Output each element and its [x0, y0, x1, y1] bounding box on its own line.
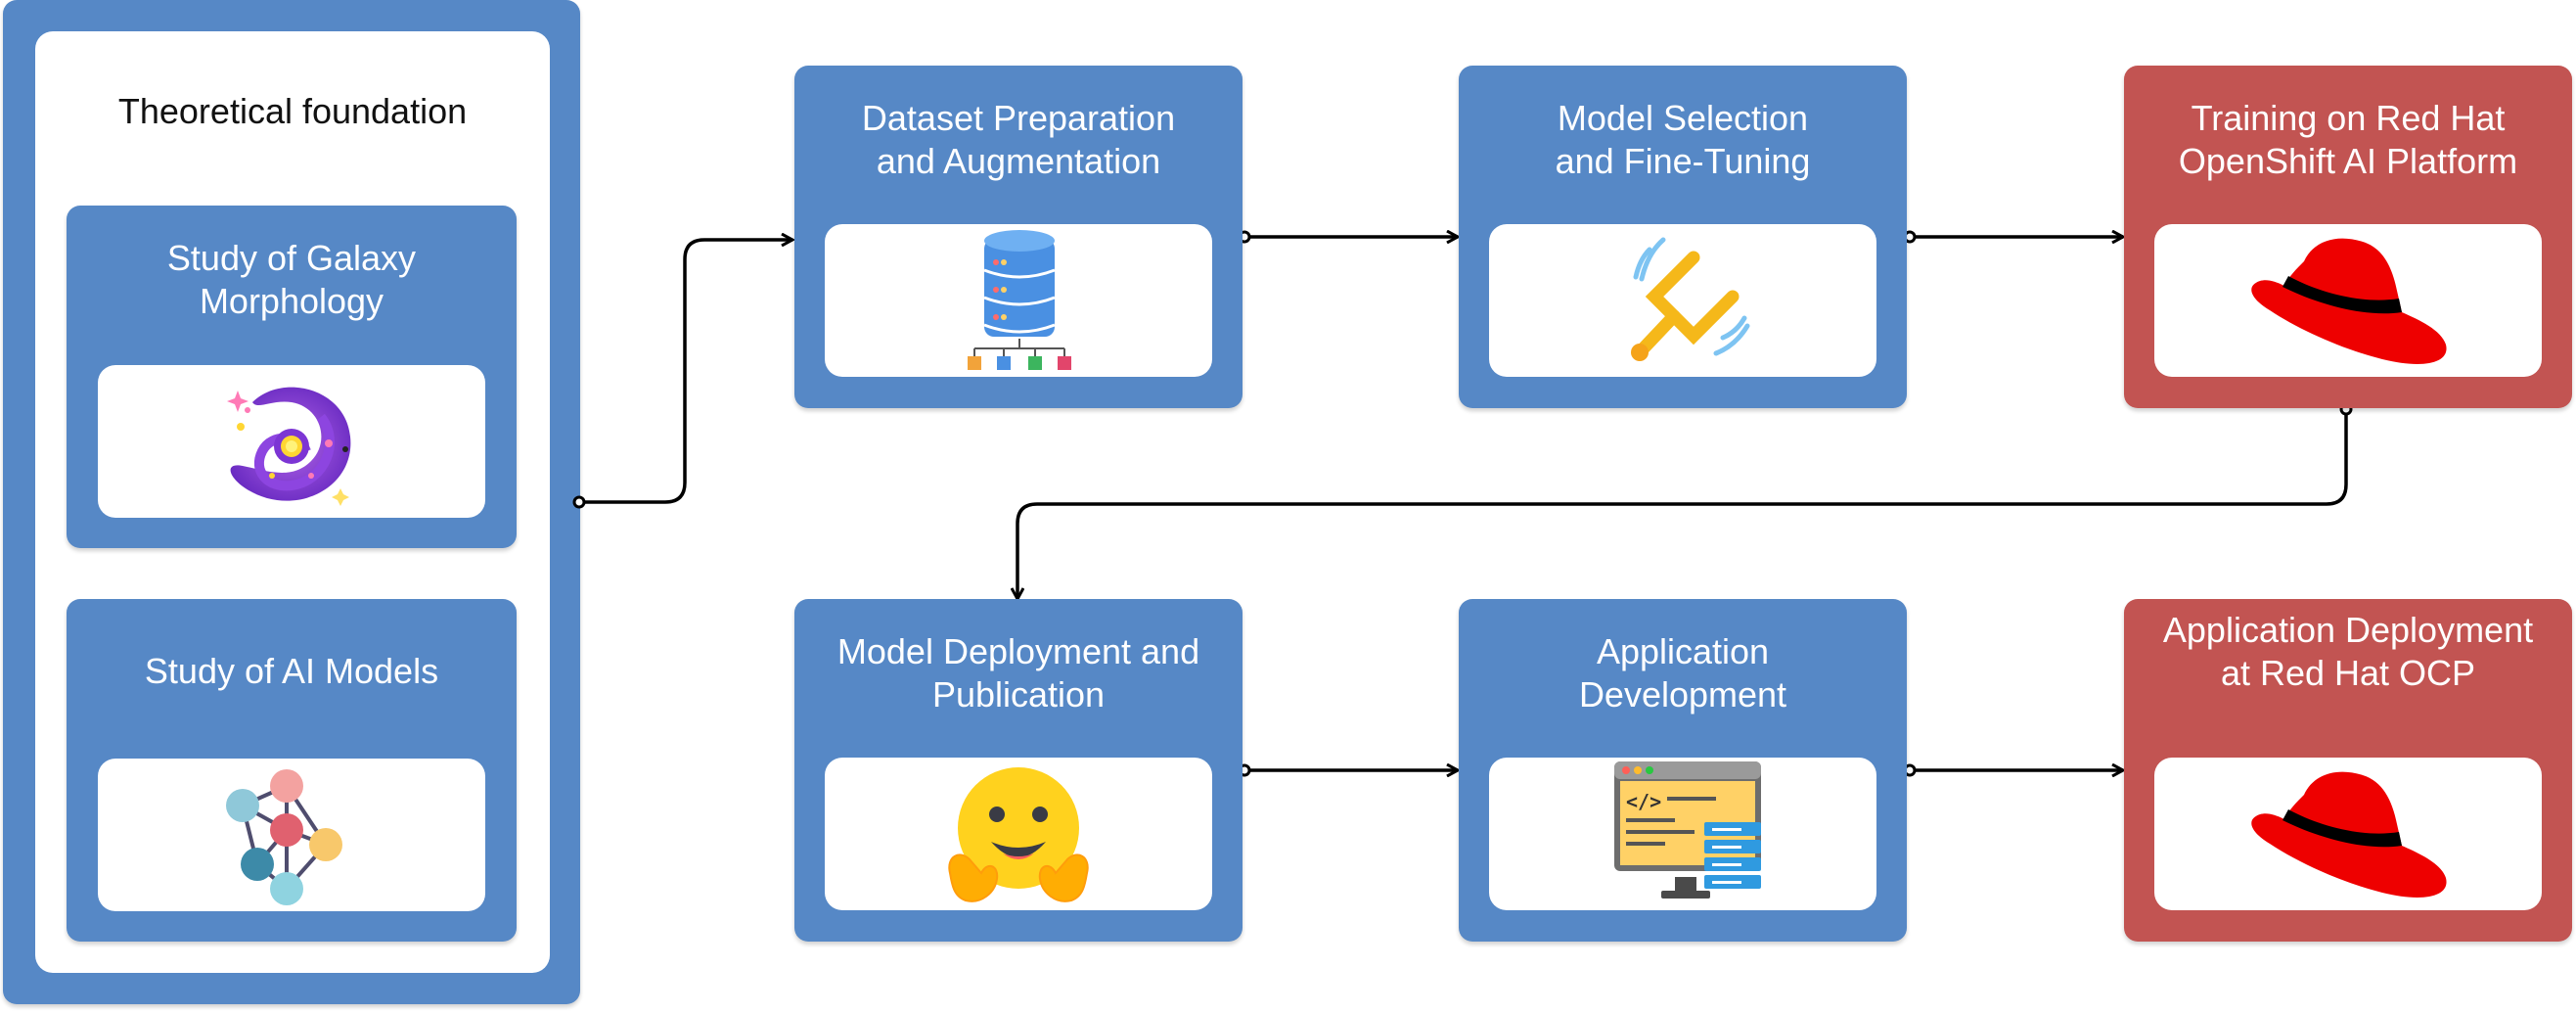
- step-application-deployment: Application Deployment at Red Hat OCP: [2124, 599, 2572, 942]
- red-hat-icon: [2251, 771, 2447, 898]
- galaxy-icon: [227, 387, 351, 506]
- galaxy-morphology-label: Study of Galaxy Morphology: [166, 238, 417, 321]
- step-training-openshift-label: Training on Red Hat OpenShift AI Platfor…: [2178, 98, 2518, 181]
- hugging-face-icon-frame: [825, 758, 1212, 910]
- red-hat-icon: [2251, 238, 2447, 364]
- code-monitor-icon: </>: [1614, 761, 1761, 899]
- step-dataset-preparation-label: Dataset Preparation and Augmentation: [861, 98, 1176, 181]
- neural-network-icon: [226, 769, 342, 905]
- galaxy-morphology-card: Study of Galaxy Morphology: [67, 206, 517, 548]
- theoretical-foundation-panel: Theoretical foundation Study of Galaxy M…: [3, 0, 580, 1004]
- theoretical-foundation-inner: Theoretical foundation Study of Galaxy M…: [35, 31, 550, 973]
- neural-network-icon-frame: [98, 759, 485, 911]
- step-application-deployment-label: Application Deployment at Red Hat OCP: [2162, 610, 2534, 693]
- arrow-foundation-to-dataset: [579, 240, 792, 504]
- step-application-development-label: Application Development: [1578, 631, 1787, 714]
- database-icon: [968, 230, 1071, 370]
- theoretical-foundation-title: Theoretical foundation: [117, 91, 468, 131]
- step-training-openshift: Training on Red Hat OpenShift AI Platfor…: [2124, 66, 2572, 408]
- step-application-development: Application Development </>: [1459, 599, 1907, 942]
- ai-models-card: Study of AI Models: [67, 599, 517, 942]
- red-hat-icon-frame-deployment: [2154, 758, 2542, 910]
- step-model-selection: Model Selection and Fine-Tuning: [1459, 66, 1907, 408]
- galaxy-icon-frame: [98, 365, 485, 518]
- step-model-selection-label: Model Selection and Fine-Tuning: [1555, 98, 1811, 181]
- tuning-fork-icon: [1631, 237, 1750, 361]
- code-monitor-icon-frame: </>: [1489, 758, 1876, 910]
- arrow-training-to-deployment: [1017, 409, 2348, 599]
- step-dataset-preparation: Dataset Preparation and Augmentation: [794, 66, 1243, 408]
- database-icon-frame: [825, 224, 1212, 377]
- ai-models-label: Study of AI Models: [144, 651, 439, 691]
- step-model-deployment-label: Model Deployment and Publication: [836, 631, 1200, 714]
- hugging-face-icon: [948, 767, 1089, 902]
- svg-text:</>: </>: [1626, 790, 1661, 813]
- tuning-fork-icon-frame: [1489, 224, 1876, 377]
- step-model-deployment: Model Deployment and Publication: [794, 599, 1243, 942]
- red-hat-icon-frame-training: [2154, 224, 2542, 377]
